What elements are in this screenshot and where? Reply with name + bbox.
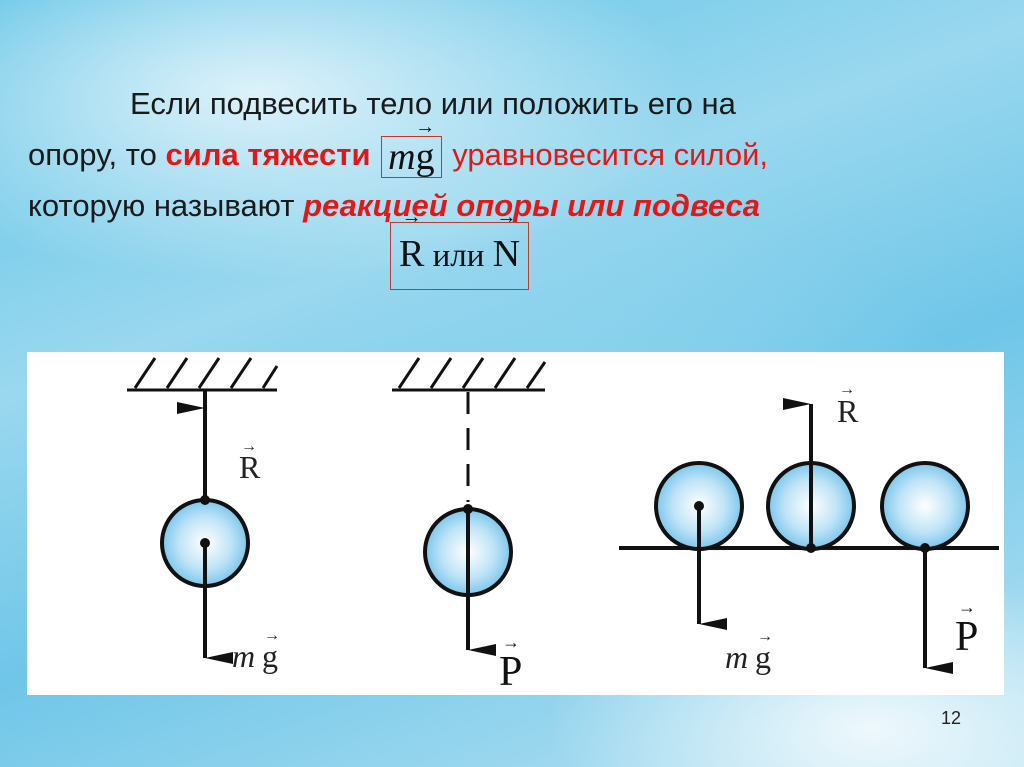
text-line-3-prefix: которую называют [28, 188, 304, 223]
page-number: 12 [941, 708, 962, 728]
label-mg1-m: m [232, 638, 255, 674]
mg-formula-box: mg [381, 135, 442, 178]
reaction-formula-box: R или N [390, 222, 530, 290]
label-R1: R [239, 449, 261, 485]
ball-5 [880, 461, 970, 551]
figure-suspended-weight: P → [392, 357, 547, 695]
attach-point-2 [463, 504, 473, 514]
gravity-term: сила тяжести [165, 137, 371, 172]
label-P2-arrow: → [958, 597, 976, 617]
slide-text: Если подвесить тело или положить его на … [28, 78, 998, 231]
label-mg1-arrow: → [264, 627, 280, 644]
reaction-formula-N: N [493, 227, 520, 281]
label-P1: P [499, 649, 522, 695]
label-mg2-arrow: → [757, 628, 773, 645]
ceiling-hatch-1 [127, 357, 279, 392]
mg-formula-m: m [388, 135, 416, 178]
text-line-2: опору, то сила тяжести mg уравновесится … [28, 129, 998, 180]
contact-point-4 [806, 543, 816, 553]
center-point-1 [200, 538, 210, 548]
reaction-formula-or: или [424, 238, 493, 274]
diagram-panel: R → m g → P → [27, 352, 1004, 695]
reaction-formula-R: R [399, 227, 424, 281]
label-mg1-g: g [262, 638, 278, 674]
ceiling-hatch-2 [392, 357, 547, 392]
text-line-2-prefix: опору, то [28, 137, 166, 172]
figure-support-forces: R → m g → P → [619, 381, 999, 675]
text-line-2-suffix: уравновесится силой, [452, 137, 769, 172]
label-P2: P [955, 614, 978, 660]
label-P1-arrow: → [502, 632, 520, 652]
label-R2-arrow: → [839, 381, 855, 398]
label-R2: R [837, 393, 859, 429]
reaction-term: реакцией опоры или подвеса [303, 188, 761, 223]
label-R1-arrow: → [241, 438, 257, 455]
text-line-1: Если подвесить тело или положить его на [130, 86, 736, 121]
attach-point-1 [200, 495, 210, 505]
center-point-3 [694, 501, 704, 511]
contact-point-5 [920, 543, 930, 553]
label-mg2-m: m [725, 639, 748, 675]
label-mg2-g: g [755, 639, 771, 675]
text-line-3: которую называют реакцией опоры или подв… [28, 180, 998, 231]
mg-formula-g: g [416, 137, 435, 177]
figure-suspended-forces: R → m g → [127, 357, 280, 674]
force-diagrams: R → m g → P → [127, 357, 999, 695]
